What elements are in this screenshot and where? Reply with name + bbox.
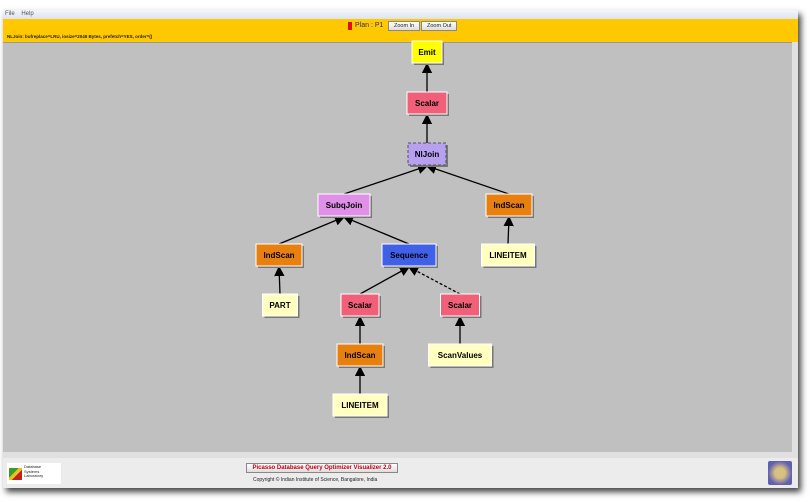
plan-node-nljoin[interactable]: NlJoin <box>407 142 448 167</box>
plan-edge <box>274 265 285 295</box>
plan-node-label: LINEITEM <box>489 251 527 260</box>
copyright-text: Copyright © Indian Institute of Science,… <box>253 477 378 483</box>
plan-node-label: NlJoin <box>415 150 440 159</box>
plan-node-label: IndScan <box>263 251 294 260</box>
plan-label: Plan : P1 <box>355 22 384 29</box>
plan-node-label: ScanValues <box>438 351 483 360</box>
plan-node-label: Scalar <box>448 301 472 310</box>
plan-node-indscan_b[interactable]: IndScan <box>336 343 385 368</box>
plan-node-label: Sequence <box>390 251 428 260</box>
horizontal-scrollbar[interactable] <box>3 452 798 458</box>
app-window: File Help Plan : P1 Zoom In Zoom Out NLJ… <box>3 10 798 488</box>
plan-node-label: Scalar <box>415 99 439 108</box>
plan-node-scalar3[interactable]: Scalar <box>440 293 482 318</box>
menu-file[interactable]: File <box>5 11 15 17</box>
plan-node-label: Scalar <box>348 301 372 310</box>
menu-bar: File Help <box>3 10 798 19</box>
zoom-out-button[interactable]: Zoom Out <box>421 21 458 31</box>
plan-edge <box>359 266 411 295</box>
plan-node-label: SubqJoin <box>326 201 363 210</box>
plan-node-lineitem_r[interactable]: LINEITEM <box>481 243 537 268</box>
plan-node-subqjoin[interactable]: SubqJoin <box>317 193 372 218</box>
plan-node-scanvalues[interactable]: ScanValues <box>428 343 494 368</box>
menu-help[interactable]: Help <box>21 11 34 17</box>
plan-node-label: Emit <box>418 48 436 57</box>
plan-node-label: PART <box>269 301 290 310</box>
plan-edge <box>278 215 346 245</box>
plan-edge <box>425 164 510 195</box>
plan-edge <box>343 163 429 195</box>
plan-node-indscan_r[interactable]: IndScan <box>485 193 534 218</box>
plan-edge <box>342 215 410 245</box>
plan-node-sequence[interactable]: Sequence <box>381 243 438 268</box>
plan-node-lineitem_b[interactable]: LINEITEM <box>332 393 389 418</box>
plan-node-scalar1[interactable]: Scalar <box>406 91 449 116</box>
vertical-scrollbar[interactable] <box>792 42 798 452</box>
plan-edge <box>503 215 514 245</box>
plan-node-scalar2[interactable]: Scalar <box>340 293 381 318</box>
plan-node-label: IndScan <box>344 351 375 360</box>
plan-color-marker <box>348 22 352 30</box>
toolbar: Plan : P1 Zoom In Zoom Out NLJoin: bufre… <box>3 19 798 42</box>
iisc-logo <box>768 461 792 485</box>
plan-edge <box>407 266 461 295</box>
zoom-in-button[interactable]: Zoom In <box>388 21 421 31</box>
picasso-title-button[interactable]: Picasso Database Query Optimizer Visuali… <box>246 463 398 473</box>
plan-node-emit[interactable]: Emit <box>411 40 444 65</box>
node-status-text: NLJoin: bufreplace=LRU, iosize=2048 Byte… <box>7 34 153 39</box>
plan-node-label: IndScan <box>493 201 524 210</box>
plan-node-part[interactable]: PART <box>262 293 300 318</box>
plan-node-label: LINEITEM <box>341 401 379 410</box>
plan-node-indscan_l[interactable]: IndScan <box>255 243 304 268</box>
